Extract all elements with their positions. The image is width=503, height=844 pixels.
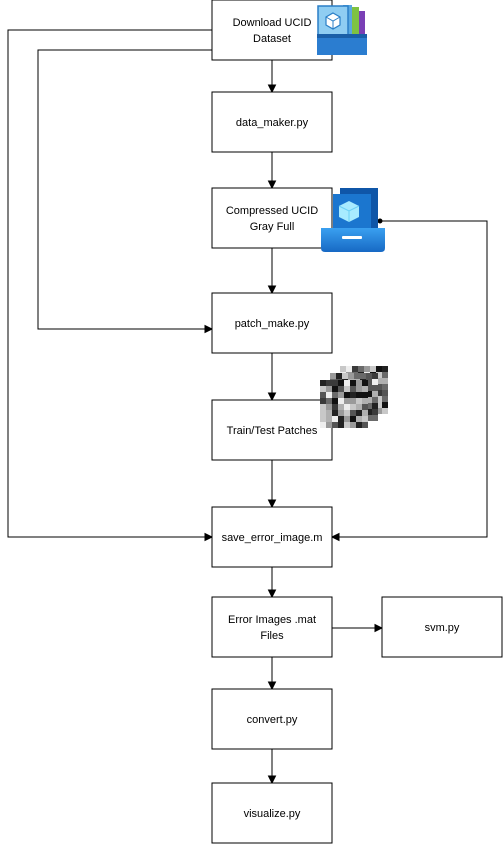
node-label: Train/Test Patches [227,425,318,437]
arrowhead [267,84,277,94]
node-label: Compressed UCID [226,205,318,217]
node-label: patch_make.py [235,318,310,330]
node-label: svm.py [425,622,460,634]
connector-dot [377,218,383,224]
node-compressed[interactable]: Compressed UCID Gray Full [211,187,333,249]
arrowhead [374,623,384,633]
node-label: data_maker.py [236,117,309,129]
node-save-error[interactable]: save_error_image.m [211,506,333,568]
node-label: Download UCID [233,17,312,29]
edges [7,29,488,785]
arrowhead [267,392,277,402]
arrowhead [204,324,214,334]
arrowhead [267,180,277,190]
node-label: Dataset [253,33,291,45]
node-patches[interactable]: Train/Test Patches [211,399,333,461]
edge-error_images-to-svm [332,623,384,633]
arrowhead [267,285,277,295]
node-download[interactable]: Download UCID Dataset [211,0,333,61]
edge-convert-to-visualize [267,749,277,785]
arrowhead [267,589,277,599]
image-patches-icon [320,366,388,428]
edge-download-to-save_error [7,29,214,542]
arrowhead [267,775,277,785]
node-label: Error Images .mat [228,614,316,626]
edge-download-to-patch_make [37,49,214,334]
edge-compressed-to-patch_make [267,248,277,295]
arrowhead [204,532,214,542]
node-label: Files [260,630,284,642]
compressed-storage-icon [321,188,385,252]
node-svm[interactable]: svm.py [381,596,503,658]
node-label: Gray Full [250,221,295,233]
arrowhead [330,532,340,542]
node-data-maker[interactable]: data_maker.py [211,91,333,153]
nodes: Download UCID Dataset data_maker.pyCompres… [211,0,503,844]
node-convert[interactable]: convert.py [211,688,333,750]
node-label: convert.py [247,714,298,726]
edge-save_error-to-error_images [267,567,277,599]
edge-data_maker-to-compressed [267,152,277,190]
edge-download-to-data_maker [267,60,277,94]
edge-patches-to-save_error [267,460,277,509]
node-patch-make[interactable]: patch_make.py [211,292,333,354]
node-label: save_error_image.m [222,532,323,544]
arrowhead [267,499,277,509]
arrowhead [267,681,277,691]
edge-error_images-to-convert [267,657,277,691]
edge-compressed-to-save_error [330,220,488,542]
node-visualize[interactable]: visualize.py [211,782,333,844]
node-label: visualize.py [244,808,301,820]
edge-patch_make-to-patches [267,353,277,402]
dataset-stack-icon [317,5,367,55]
